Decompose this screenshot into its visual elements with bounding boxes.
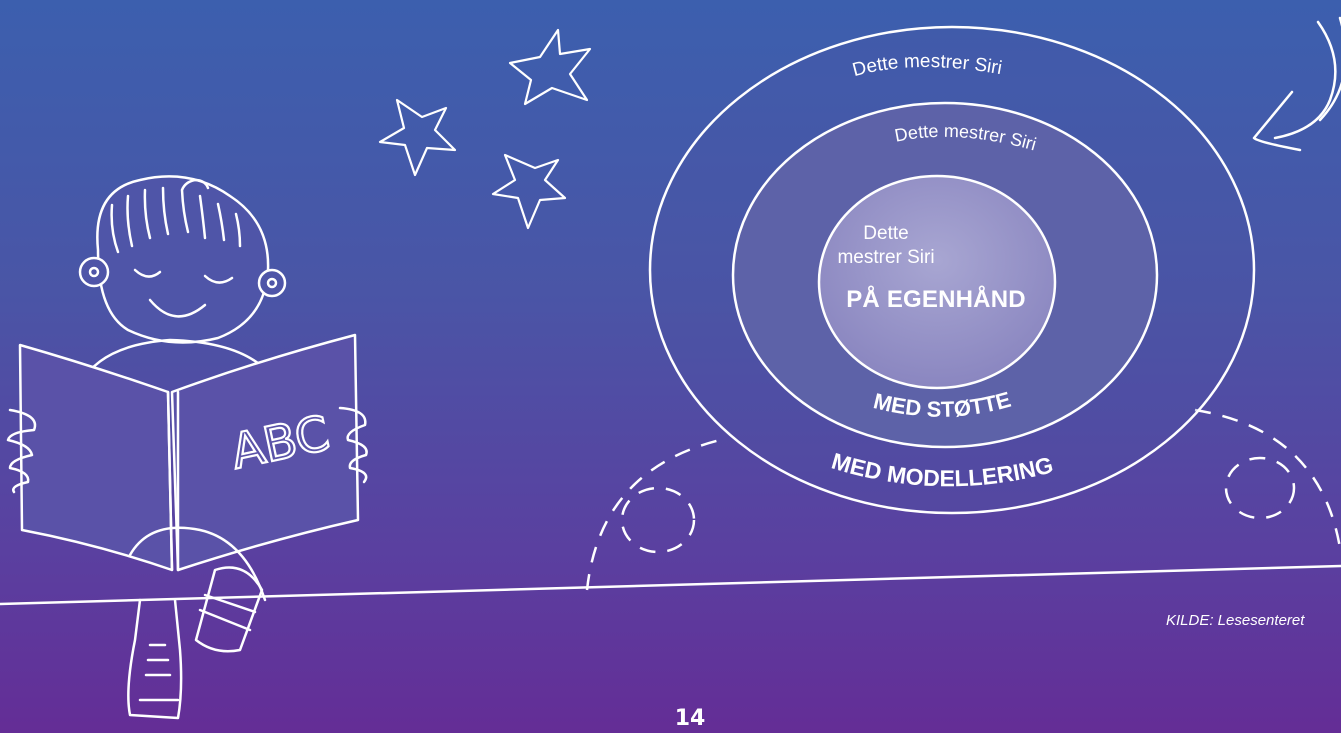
ground-line — [0, 566, 1341, 604]
star-icon — [510, 30, 590, 104]
star-icon — [493, 155, 565, 228]
inner-label-line2: mestrer Siri — [826, 246, 946, 270]
arrow-icon — [1254, 18, 1341, 150]
inner-label-line1: Dette — [826, 222, 946, 246]
page-number: 14 — [660, 706, 720, 731]
star-icon — [380, 100, 455, 175]
inner-ring — [819, 176, 1055, 388]
inner-label-bold: PÅ EGENHÅND — [806, 286, 1066, 314]
star-icons — [380, 30, 590, 228]
source-caption: KILDE: Lesesenteret — [1166, 612, 1304, 629]
inner-label: Dette mestrer Siri — [826, 222, 946, 270]
